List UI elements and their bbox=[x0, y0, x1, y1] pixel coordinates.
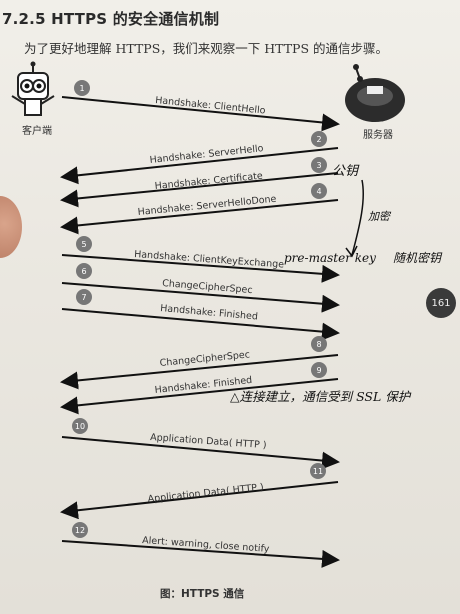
step-number: 6 bbox=[81, 267, 86, 276]
intro-text: 为了更好地理解 HTTPS，我们来观察一下 HTTPS 的通信步骤。 bbox=[24, 41, 388, 56]
server-label: 服务器 bbox=[363, 130, 393, 141]
section-heading: HTTPS 的安全通信机制 bbox=[51, 10, 220, 28]
handwritten-pre-master: pre-master key bbox=[284, 251, 376, 265]
step-label: Handshake: ClientHello bbox=[155, 95, 266, 117]
step-label: Handshake: Certificate bbox=[154, 171, 263, 192]
figure-caption: 图：HTTPS 通信 bbox=[160, 588, 245, 600]
step-number: 1 bbox=[79, 84, 84, 93]
handwritten-random-key: 随机密钥 bbox=[393, 251, 443, 265]
step-number: 12 bbox=[75, 526, 85, 535]
handwritten-arrow bbox=[351, 179, 365, 256]
handwritten-public-key: 公钥 bbox=[332, 164, 360, 179]
step-number: 11 bbox=[313, 467, 323, 476]
step-label: Alert: warning, close notify bbox=[142, 535, 270, 555]
client-robot-icon bbox=[11, 61, 55, 116]
step-label: Handshake: ServerHelloDone bbox=[137, 194, 277, 218]
step-number: 4 bbox=[316, 187, 321, 196]
step-number: 10 bbox=[75, 422, 85, 431]
step-number: 2 bbox=[316, 135, 321, 144]
step-number: 5 bbox=[81, 240, 86, 249]
step-label: ChangeCipherSpec bbox=[162, 278, 253, 296]
handwritten-connection-note: △连接建立，通信受到 SSL 保护 bbox=[230, 389, 412, 404]
section-number: 7.2.5 bbox=[2, 10, 46, 28]
step-label: Application Data( HTTP ) bbox=[150, 432, 267, 451]
step-number: 9 bbox=[316, 366, 321, 375]
handwritten-arrow-head bbox=[345, 245, 358, 258]
server-robot-icon bbox=[345, 64, 405, 122]
step-number: 3 bbox=[316, 161, 321, 170]
step-number: 8 bbox=[316, 340, 321, 349]
step-label: ChangeCipherSpec bbox=[159, 349, 250, 369]
page-number-badge: 161 bbox=[426, 288, 456, 318]
section-title: 7.2.5 HTTPS 的安全通信机制 bbox=[2, 8, 219, 29]
step-number: 7 bbox=[81, 293, 86, 302]
handwritten-encrypt: 加密 bbox=[368, 210, 392, 223]
client-label: 客户端 bbox=[22, 126, 52, 137]
step-label: Application Data( HTTP ) bbox=[147, 482, 264, 505]
step-label: Handshake: ClientKeyExchange bbox=[134, 249, 285, 270]
thumb bbox=[0, 196, 22, 258]
